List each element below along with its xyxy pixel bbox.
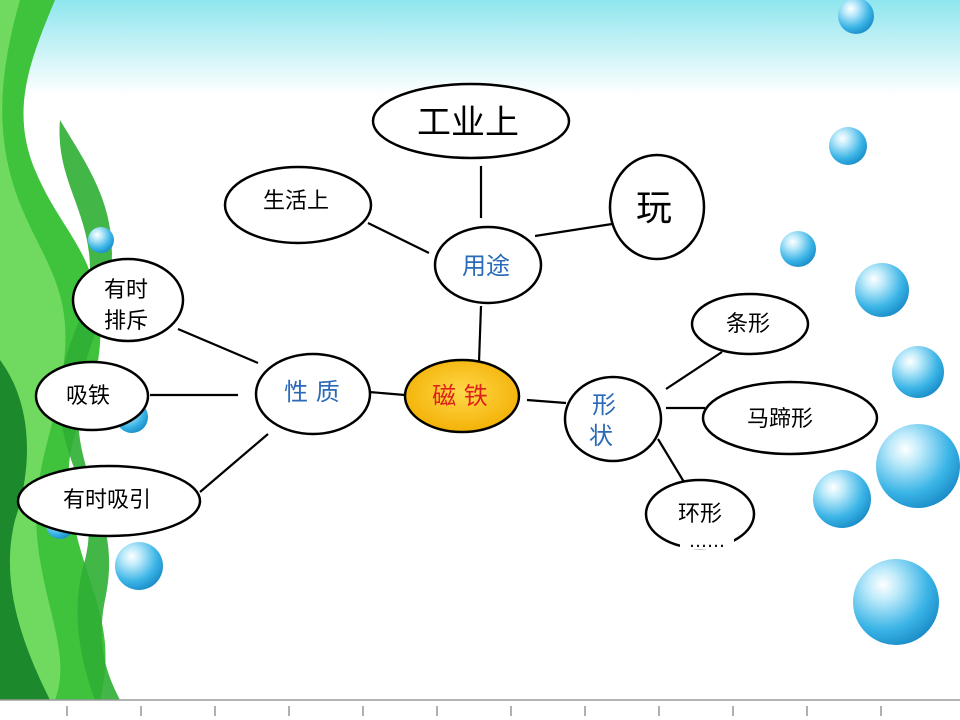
edge-shapes-ring: [657, 438, 685, 483]
label-properties: 性 质: [284, 378, 340, 406]
label-sometimes-repel-line2: 排斥: [104, 309, 148, 334]
label-bar: 条形: [726, 312, 770, 337]
label-etc: ……: [689, 531, 725, 552]
label-center-magnet: 磁 铁: [432, 382, 488, 410]
edge-center-shapes: [526, 398, 567, 405]
node-industry: 工业上: [371, 82, 571, 160]
node-properties: 性 质: [254, 352, 372, 436]
label-shapes-top: 形: [592, 391, 616, 419]
node-life: 生活上: [223, 165, 373, 245]
node-sometimes-attract: 有时吸引: [16, 464, 202, 538]
label-life: 生活上: [263, 189, 329, 214]
edge-center-properties: [368, 390, 406, 397]
node-bar: 条形: [690, 292, 810, 356]
node-center-magnet: 磁 铁: [403, 358, 521, 434]
edge-uses-life: [367, 222, 430, 254]
label-sometimes-attract: 有时吸引: [63, 488, 151, 513]
edge-shapes-bar: [665, 351, 723, 390]
label-shapes-bottom: 状: [589, 422, 613, 450]
label-ring: 环形: [678, 502, 722, 527]
node-uses: 用途: [433, 225, 543, 305]
edge-center-uses: [477, 305, 483, 363]
edges: [150, 166, 723, 493]
label-play: 玩: [636, 188, 672, 229]
node-attract-iron: 吸铁: [34, 360, 150, 432]
node-play: 玩: [608, 153, 706, 261]
bottom-ruler: [0, 699, 960, 720]
edge-properties-repel: [177, 327, 259, 365]
label-sometimes-repel-line1: 有时: [104, 278, 148, 303]
node-ring: 环形: [644, 478, 756, 550]
edge-uses-play: [534, 222, 613, 238]
etc-backdrop: [680, 537, 734, 549]
sky-band: [0, 0, 960, 95]
node-sometimes-repel: 有时 排斥: [71, 257, 185, 343]
label-industry: 工业上: [417, 103, 519, 143]
edge-properties-sometimes-attract: [199, 433, 269, 493]
node-horseshoe: 马蹄形: [701, 380, 879, 456]
label-horseshoe: 马蹄形: [747, 407, 813, 432]
node-shapes: 形 状: [563, 375, 663, 463]
label-uses: 用途: [462, 252, 510, 280]
label-attract-iron: 吸铁: [66, 384, 110, 409]
